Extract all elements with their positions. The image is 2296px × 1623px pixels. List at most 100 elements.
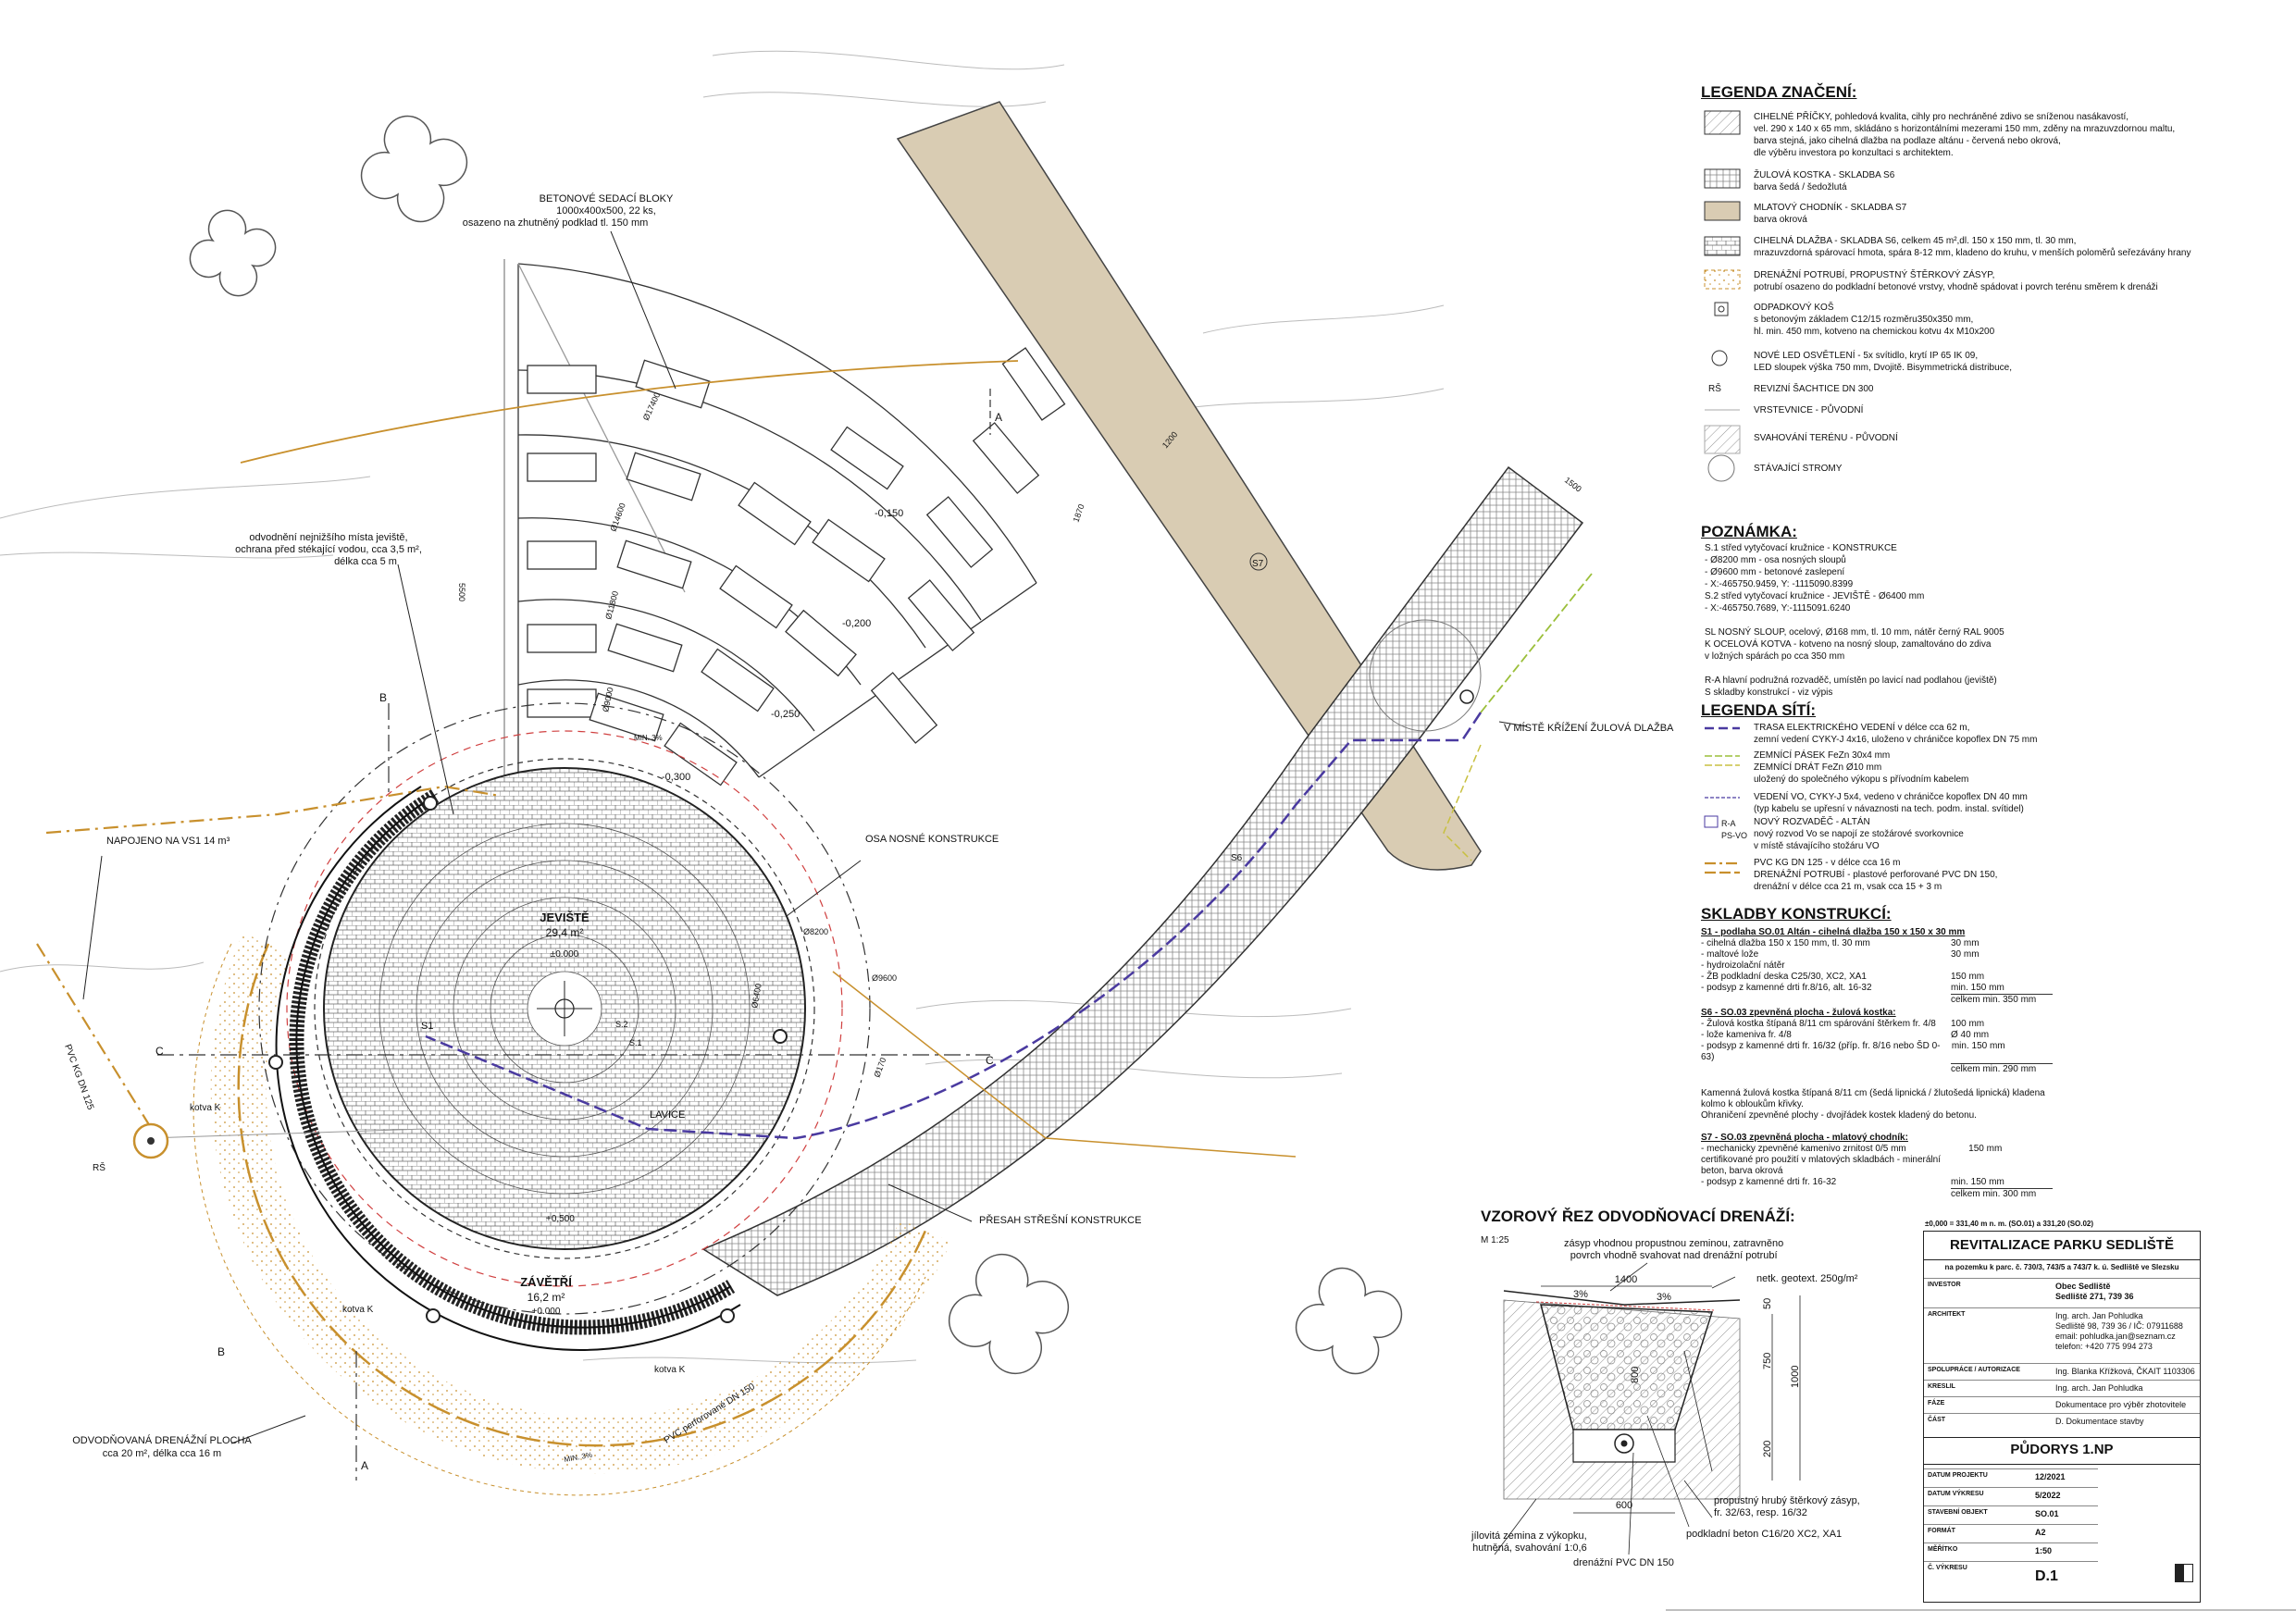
s6-note: Kamenná žulová kostka štípaná 8/11 cm (š…	[1701, 1088, 2045, 1121]
title-block-label: SPOLUPRÁCE / AUTORIZACE	[1928, 1367, 2020, 1373]
section-label-clay: jílovitá zemina z výkopku, hutněná, svah…	[1471, 1530, 1587, 1554]
drawing-title: PŮDORYS 1.NP	[1924, 1437, 2200, 1465]
svg-text:RŠ: RŠ	[93, 1161, 105, 1173]
s6-row-thickness: Ø 40 mm	[1951, 1030, 1990, 1040]
svg-text:3%: 3%	[1573, 1289, 1588, 1300]
section-label-backfill: zásyp vhodnou propustnou zeminou, zatrav…	[1564, 1238, 1784, 1261]
network-item-switchboard: NOVÝ ROZVADĚČ - ALTÁN nový rozvod Vo se …	[1754, 817, 1964, 851]
seating-blocks	[527, 347, 1066, 787]
s1-row-material: - ŽB podkladní deska C25/30, XC2, XA1	[1701, 972, 1867, 982]
svg-text:S6: S6	[1231, 853, 1243, 863]
svg-text:A: A	[995, 411, 1002, 424]
meta-label: DATUM PROJEKTU	[1928, 1472, 1988, 1479]
svg-text:NAPOJENO NA VS1 14 m³: NAPOJENO NA VS1 14 m³	[106, 836, 230, 847]
svg-text:-0,250: -0,250	[771, 709, 800, 720]
s6-row-material: - Žulová kostka štípaná 8/11 cm spárován…	[1701, 1019, 1936, 1029]
construction-circles	[258, 702, 871, 1315]
s7-row: - podsyp z kamenné drti fr. 16-32 min. 15…	[1701, 1177, 2053, 1188]
svg-text:5500: 5500	[457, 583, 466, 601]
s6-row-thickness: min. 150 mm	[1951, 1041, 2005, 1051]
network-item-vo: VEDENÍ VO, CYKY-J 5x4, vedeno v chráničc…	[1754, 792, 2028, 814]
stage-level: ±0.000	[551, 949, 579, 960]
legend-item-brick-walls: CIHELNÉ PŘÍČKY, pohledová kvalita, cihly…	[1754, 112, 2176, 158]
svg-text:BETONOVÉ SEDACÍ BLOKY: BETONOVÉ SEDACÍ BLOKY	[540, 192, 674, 204]
meta-value: SO.01	[2035, 1509, 2059, 1518]
revision-shaft	[132, 1122, 169, 1159]
stage-title: JEVIŠTĚ	[540, 911, 590, 924]
meta-value: 12/2021	[2035, 1472, 2066, 1481]
section-label-pipe: drenážní PVC DN 150	[1573, 1557, 1674, 1568]
svg-text:kotva K: kotva K	[190, 1103, 221, 1113]
svg-text:50: 50	[1762, 1298, 1773, 1309]
legend-symbols	[1704, 110, 1741, 874]
svg-text:1400: 1400	[1615, 1274, 1637, 1285]
s6-row-material: - lože kameniva fr. 4/8	[1701, 1030, 1792, 1040]
shelter-level: +0.000	[532, 1307, 561, 1317]
legend-item-lights: NOVÉ LED OSVĚTLENÍ - 5x svítidlo, krytí …	[1754, 351, 2012, 373]
svg-text:délka cca 5 m: délka cca 5 m	[334, 556, 397, 567]
title-block-label: ČÁST	[1928, 1417, 1946, 1423]
title-block-value: Ing. Blanka Křížková, ČKAIT 1103306	[2055, 1367, 2195, 1376]
s1-row: - hydroizolační nátěr	[1701, 960, 2053, 972]
s6-row-thickness: 100 mm	[1951, 1019, 1985, 1029]
svg-text:Ø9600: Ø9600	[872, 973, 897, 983]
svg-text:ochrana před stékající vodou,: ochrana před stékající vodou, cca 3,5 m²…	[235, 544, 422, 555]
s1-row-thickness: 30 mm	[1951, 949, 1980, 960]
title-block-value: Obec Sedliště Sedliště 271, 739 36	[2055, 1282, 2134, 1301]
section-labels: 1400 600 1000 750 800 200 50 3% 3%	[1573, 1274, 1801, 1511]
s7-row-thickness: min. 150 mm	[1951, 1177, 2004, 1187]
svg-text:V MÍSTĚ KŘÍŽENÍ ŽULOVÁ DLAŽBA: V MÍSTĚ KŘÍŽENÍ ŽULOVÁ DLAŽBA	[1504, 722, 1674, 734]
legend-item-mlat: MLATOVÝ CHODNÍK - SKLADBA S7 barva okrov…	[1754, 203, 1907, 225]
svg-text:ODVODŇOVANÁ DRENÁŽNÍ PLOCHA: ODVODŇOVANÁ DRENÁŽNÍ PLOCHA	[72, 1434, 252, 1446]
north-mark	[2175, 1564, 2193, 1582]
s7-row-material: - podsyp z kamenné drti fr. 16-32	[1701, 1177, 1837, 1187]
svg-text:S.1: S.1	[629, 1038, 642, 1047]
meta-value: D.1	[2035, 1568, 2058, 1584]
svg-text:MIN. 3%: MIN. 3%	[634, 734, 663, 742]
s6-row-thickness: celkem min. 290 mm	[1951, 1063, 2053, 1075]
legend-rs-symbol: RŠ	[1708, 384, 1721, 394]
svg-text:Ø8200: Ø8200	[803, 927, 828, 936]
svg-text:PVC KG DN 125: PVC KG DN 125	[62, 1043, 95, 1111]
s7-row-thickness: celkem min. 300 mm	[1951, 1188, 2053, 1200]
s1-row-thickness: 150 mm	[1951, 972, 1985, 982]
svg-text:odvodnění nejnižšího místa jev: odvodnění nejnižšího místa jeviště,	[249, 532, 407, 543]
svg-text:kotva K: kotva K	[654, 1365, 686, 1375]
legend-item-bin: ODPADKOVÝ KOŠ s betonovým základem C12/1…	[1754, 303, 1995, 337]
svg-text:LAVICE: LAVICE	[650, 1109, 685, 1121]
svg-text:Ø6400: Ø6400	[750, 983, 763, 1009]
title-block-meta-row: DATUM PROJEKTU 12/2021	[1924, 1468, 2098, 1488]
svg-text:osazeno na zhutněný podklad tl: osazeno na zhutněný podklad tl. 150 mm	[463, 217, 649, 229]
svg-text:1500: 1500	[1563, 476, 1583, 494]
section-label-gravel: propustný hrubý štěrkový zásyp, fr. 32/6…	[1714, 1495, 1860, 1518]
title-block-label: ARCHITEKT	[1928, 1311, 1966, 1318]
section-marks	[157, 389, 2296, 1611]
s7-title: S7 - SO.03 zpevněná plocha - mlatový cho…	[1701, 1133, 1908, 1143]
svg-text:PŘESAH STŘEŠNÍ KONSTRUKCE: PŘESAH STŘEŠNÍ KONSTRUKCE	[979, 1214, 1141, 1226]
project-subline: na pozemku k parc. č. 730/3, 743/5 a 743…	[1924, 1259, 2200, 1271]
svg-text:OSA NOSNÉ KONSTRUKCE: OSA NOSNÉ KONSTRUKCE	[865, 833, 999, 845]
drainage-section-detail	[1494, 1262, 1801, 1555]
network-item-grounding: ZEMNÍCÍ PÁSEK FeZn 30x4 mm ZEMNÍCÍ DRÁT …	[1754, 750, 1969, 785]
legend-item-brick-paving: CIHELNÁ DLAŽBA - SKLADBA S6, celkem 45 m…	[1754, 236, 2191, 258]
compositions-block: S1 - podlaha SO.01 Altán - cihelná dlažb…	[1701, 927, 2053, 1200]
notes-title: POZNÁMKA:	[1701, 523, 1797, 540]
meta-value: A2	[2035, 1528, 2046, 1537]
s6-row: - lože kameniva fr. 4/8 Ø 40 mm	[1701, 1030, 2053, 1041]
s1-row: - podsyp z kamenné drti fr.8/16, alt. 16…	[1701, 983, 2053, 994]
title-block-label: FÁZE	[1928, 1400, 1945, 1406]
s1-row-thickness: celkem min. 350 mm	[1951, 994, 2053, 1006]
s1-row-material: - hydroizolační nátěr	[1701, 960, 1785, 971]
title-block-value: Ing. arch. Jan Pohludka	[2055, 1383, 2143, 1393]
s6-row-material: - podsyp z kamenné drti fr. 16/32 (příp.…	[1701, 1041, 1941, 1062]
legend-item-shaft: REVIZNÍ ŠACHTICE DN 300	[1754, 384, 1874, 394]
leader-lines	[82, 230, 1528, 1444]
legend-title: LEGENDA ZNAČENÍ:	[1701, 83, 1857, 101]
